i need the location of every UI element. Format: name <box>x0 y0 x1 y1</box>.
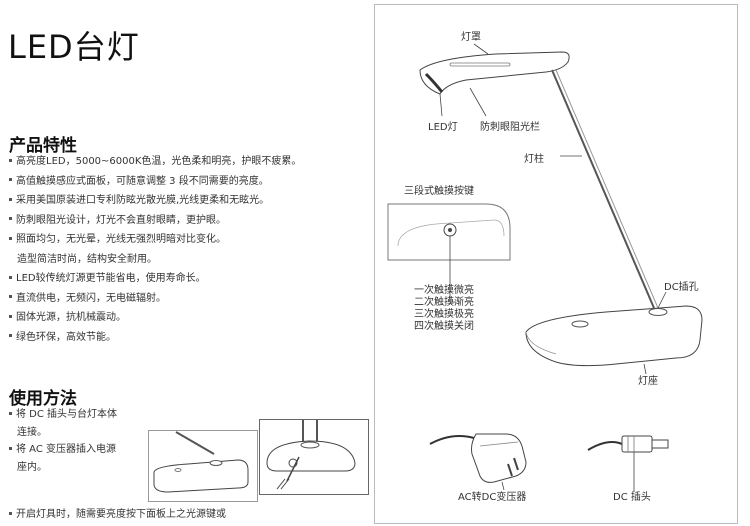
feature-item: 固体光源，抗机械震动。 <box>8 308 301 328</box>
bullet-icon <box>9 178 12 181</box>
label-lamp-post: 灯柱 <box>524 154 544 165</box>
bullet-icon <box>9 334 12 337</box>
feature-item: 绿色环保，高效节能。 <box>8 328 301 348</box>
label-touch-button: 三段式触摸按键 <box>404 186 474 197</box>
feature-item-continuation: 造型简洁时尚，结构安全耐用。 <box>17 253 157 265</box>
usage-step: 将 AC 变压器插入电源 <box>8 441 117 459</box>
touch-level-item: 二次触摸渐亮 <box>414 297 474 308</box>
usage-step: 将 DC 插头与台灯本体 <box>8 406 117 424</box>
feature-item: 直流供电，无频闪，无电磁辐射。 <box>8 289 301 309</box>
bullet-icon <box>9 236 12 240</box>
bullet-icon <box>9 511 12 515</box>
feature-item: 防刺眼阻光设计，灯光不会直射眼睛，更护眼。 <box>8 211 301 231</box>
label-dc-plug: DC 插头 <box>613 492 651 503</box>
feature-item: 采用美国原装进口专利防眩光散光膜,光线更柔和无眩光。 <box>8 191 301 211</box>
usage-illustration-plug-detail <box>259 419 369 495</box>
bullet-icon <box>9 295 12 298</box>
label-anti-glare-bar: 防刺眼阻光栏 <box>480 122 540 133</box>
bullet-icon <box>9 314 12 318</box>
feature-item: 照面均匀，无光晕，光线无强烈明暗对比变化。 <box>8 230 301 250</box>
label-dc-jack: DC插孔 <box>664 282 699 293</box>
bullet-icon <box>9 275 12 279</box>
touch-levels-list: 一次触摸微亮 二次触摸渐亮 三次触摸极亮 四次触摸关闭 <box>414 285 474 333</box>
touch-level-item: 一次触摸微亮 <box>414 285 474 296</box>
label-lamp-shade: 灯罩 <box>461 32 481 43</box>
bullet-icon <box>9 411 12 415</box>
usage-heading: 使用方法 <box>9 389 77 409</box>
usage-illustration-lamp <box>148 430 258 502</box>
usage-step: 开启灯具时，随需要亮度按下面板上之光源键或 <box>8 505 226 520</box>
bullet-icon <box>9 446 12 450</box>
page-title: LED台灯 <box>8 28 140 66</box>
feature-item: 高亮度LED，5000~6000K色温，光色柔和明亮，护眼不疲累。 <box>8 152 301 172</box>
label-ac-adapter: AC转DC变压器 <box>458 492 527 503</box>
feature-item: 高值触摸感应式面板，可随意调整 3 段不同需要的亮度。 <box>8 172 301 192</box>
bullet-icon <box>9 197 12 201</box>
label-lamp-base: 灯座 <box>638 376 658 387</box>
label-led-light: LED灯 <box>428 122 458 133</box>
usage-list: 将 DC 插头与台灯本体 连接。 将 AC 变压器插入电源 座内。 <box>8 406 117 476</box>
features-list: 高亮度LED，5000~6000K色温，光色柔和明亮，护眼不疲累。 高值触摸感应… <box>8 152 301 347</box>
bullet-icon <box>9 158 12 162</box>
usage-step-continuation: 连接。 <box>17 426 47 438</box>
lamp-diagram <box>387 43 703 492</box>
feature-item: LED较传统灯源更节能省电，使用寿命长。 <box>8 269 301 289</box>
touch-level-item: 四次触摸关闭 <box>414 321 474 332</box>
bullet-icon <box>9 217 12 220</box>
usage-step-continuation: 座内。 <box>17 461 47 473</box>
touch-level-item: 三次触摸极亮 <box>414 309 474 320</box>
features-heading: 产品特性 <box>9 136 77 156</box>
diagram-panel <box>374 4 738 524</box>
